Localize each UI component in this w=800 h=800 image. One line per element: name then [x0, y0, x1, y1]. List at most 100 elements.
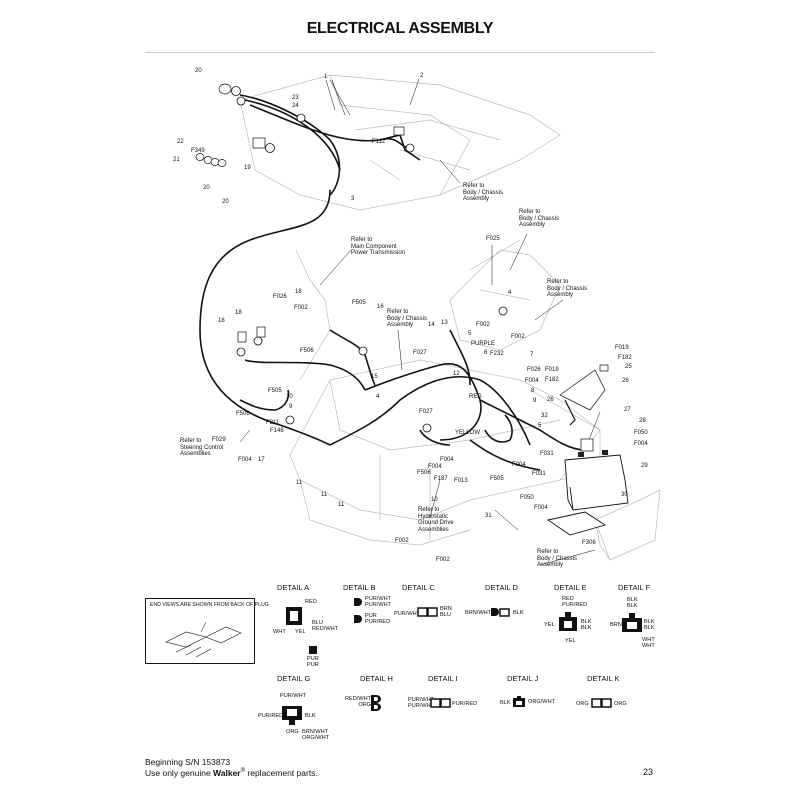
- detail-e-connector: [559, 612, 577, 631]
- detail-h-title: DETAIL H: [360, 674, 393, 683]
- callout-f232: F232: [490, 351, 504, 357]
- ref-hydrostatic: Refer to Hydrostatic Ground Drive Assemb…: [418, 507, 454, 533]
- detail-d-connector: [491, 608, 510, 617]
- label-purple: PURPLE: [471, 341, 496, 347]
- detail-e-title: DETAIL E: [554, 583, 587, 592]
- detail-b-connector-1: [354, 598, 362, 606]
- callout-20c: 20: [222, 199, 229, 205]
- battery-tray: [546, 511, 607, 536]
- battery: [564, 450, 629, 511]
- plug-illustration: [165, 621, 242, 658]
- detail-c-brn: BRN BLU: [440, 606, 452, 618]
- callout-19: 19: [244, 165, 251, 171]
- detail-a-connector: [286, 607, 302, 625]
- detail-j-orgwht: ORG/WHT: [528, 699, 556, 705]
- ref-main-component: Refer to Main Component Power Transmissi…: [351, 237, 406, 256]
- detail-b-connector-2: [354, 615, 362, 623]
- detail-k-title: DETAIL K: [587, 674, 620, 683]
- callout-22: 22: [177, 139, 184, 145]
- callout-f019: F019: [615, 345, 629, 351]
- detail-b-pur: PUR PUR/RED: [365, 613, 391, 625]
- detail-d-blk: BLK: [513, 610, 524, 616]
- detail-k-connector: [591, 698, 612, 708]
- callout-16: 16: [377, 304, 384, 310]
- wire-harness: [199, 94, 586, 471]
- detail-k-org2: ORG: [614, 701, 627, 707]
- callout-29: 29: [641, 463, 648, 469]
- callout-25: 25: [625, 364, 632, 370]
- callout-5b: 5: [538, 423, 542, 429]
- detail-f-blk2: BLK BLK: [644, 619, 655, 631]
- detail-j-title: DETAIL J: [507, 674, 539, 683]
- callout-f029: F029: [212, 437, 226, 443]
- callout-f004b: F004: [634, 441, 648, 447]
- detail-k-org: ORG: [576, 701, 589, 707]
- detail-j-blk: BLK: [500, 700, 511, 706]
- callout-f004c: F004: [238, 457, 252, 463]
- callout-f027: F027: [413, 350, 427, 356]
- callout-10b: 10: [431, 497, 438, 503]
- callout-f211: F211: [266, 420, 280, 426]
- callout-2: 2: [420, 73, 424, 79]
- callout-31: 31: [485, 513, 492, 519]
- detail-a-title: DETAIL A: [277, 583, 310, 592]
- callout-f506b: F506: [236, 411, 250, 417]
- detail-i-title: DETAIL I: [428, 674, 458, 683]
- page-title: ELECTRICAL ASSEMBLY: [306, 20, 494, 37]
- callout-11b: 11: [321, 492, 328, 498]
- detail-b-purwht: PUR/WHT PUR/WHT: [365, 596, 392, 608]
- callout-f002: F002: [294, 305, 308, 311]
- ref-body-chassis-3: Refer to Body / Chassis Assembly: [547, 279, 588, 298]
- callout-28: 28: [639, 418, 646, 424]
- plug-view-box: END VIEWS ARE SHOWN FROM BACK OF PLUG: [145, 598, 269, 664]
- connector-bubbles: [231, 86, 508, 433]
- callout-18c: 18: [218, 318, 225, 324]
- detail-e-yel: YEL: [544, 622, 555, 628]
- callout-f025: F025: [486, 236, 500, 242]
- detail-f-blk: BLK BLK: [627, 597, 638, 609]
- label-red: RED: [469, 394, 482, 400]
- detail-f-wht: WHT WHT: [642, 637, 655, 649]
- detail-c-purwht: PUR/WHT: [394, 611, 421, 617]
- callout-20b: 20: [203, 185, 210, 191]
- ref-steering-control: Refer to Steering Control Assemblies: [180, 438, 224, 457]
- callout-4b: 4: [376, 394, 380, 400]
- ref-body-chassis-5: Refer to Body / Chassis Assembly: [537, 549, 578, 568]
- callout-14: 14: [428, 322, 435, 328]
- callout-f013: F013: [454, 478, 468, 484]
- callout-8: 8: [531, 388, 535, 394]
- callout-7: 7: [530, 352, 534, 358]
- callout-f187: F187: [434, 476, 448, 482]
- detail-f-title: DETAIL F: [618, 583, 651, 592]
- callout-21: 21: [173, 157, 180, 163]
- callout-26b: 26: [547, 397, 554, 403]
- ref-body-chassis-1: Refer to Body / Chassis Assembly: [463, 183, 504, 202]
- callout-f182b: F182: [545, 377, 559, 383]
- callout-5: 5: [468, 331, 472, 337]
- callout-30: 30: [621, 492, 628, 498]
- detail-i-purred: PUR/RED: [452, 701, 478, 707]
- callout-4: 4: [508, 290, 512, 296]
- detail-a-plug: [309, 646, 317, 654]
- hold-down-rod: [564, 399, 576, 426]
- callout-f050: F050: [634, 430, 648, 436]
- callout-f002e: F002: [436, 557, 450, 563]
- callout-f182: F182: [618, 355, 632, 361]
- detail-c-connector: [417, 607, 438, 617]
- callout-f505: F505: [352, 300, 366, 306]
- callout-f031: F031: [540, 451, 554, 457]
- detail-f-connector: [622, 613, 642, 632]
- callout-f002c: F002: [511, 334, 525, 340]
- callout-9b: 9: [289, 404, 293, 410]
- callout-f004e: F004: [512, 462, 526, 468]
- detail-i-connector: [430, 698, 451, 708]
- ref-body-chassis-4: Refer to Body / Chassis Assembly: [387, 309, 428, 328]
- chassis-outline: [239, 74, 661, 561]
- callout-f146: F146: [270, 428, 284, 434]
- callout-f506c: F506: [417, 470, 431, 476]
- callout-f027b: F027: [419, 409, 433, 415]
- callout-6: 6: [484, 350, 488, 356]
- detail-g-org: ORG: [286, 729, 299, 735]
- detail-a-wht: WHT: [273, 629, 286, 635]
